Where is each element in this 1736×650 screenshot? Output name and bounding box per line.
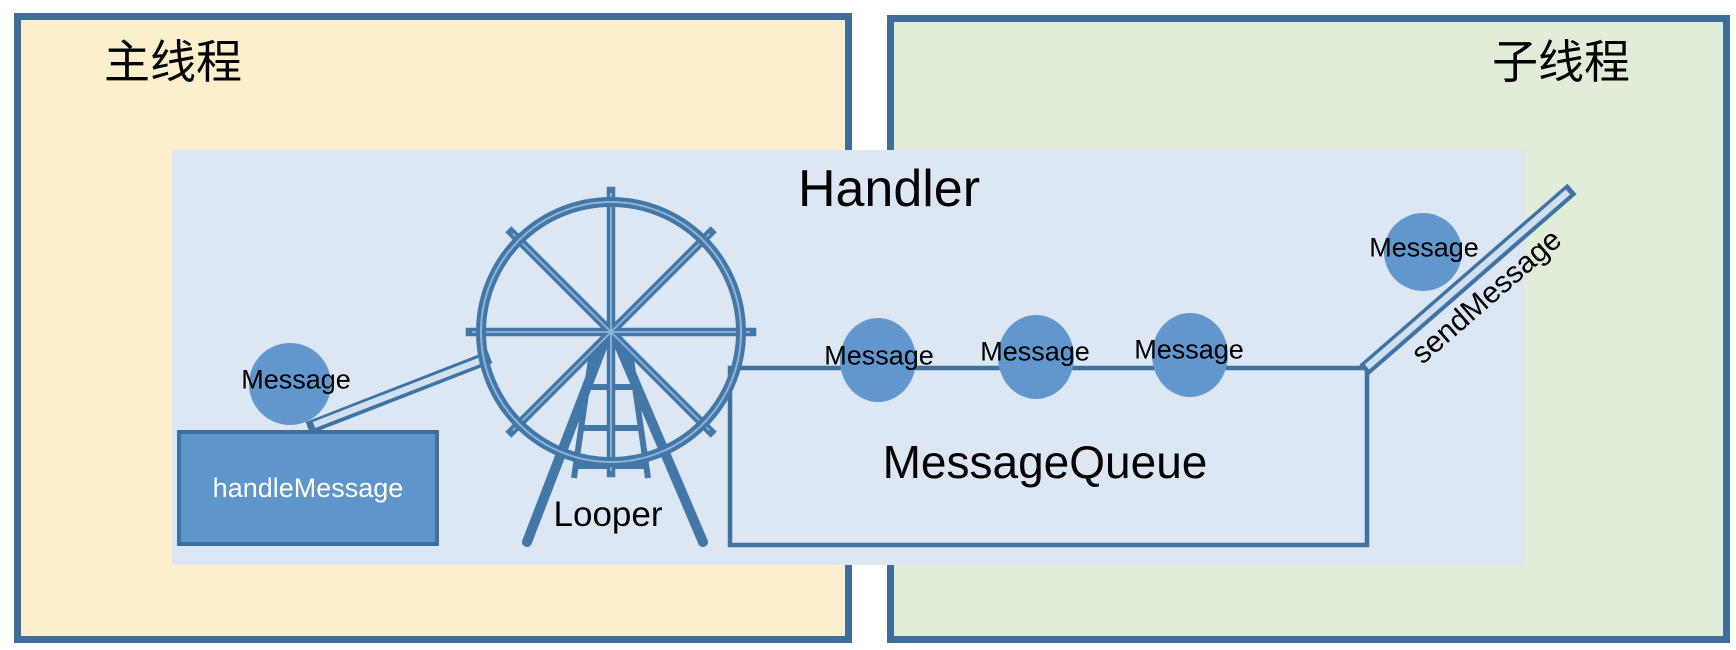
main-thread-title: 主线程 [104, 35, 242, 89]
queued-message-label: Message [824, 340, 934, 371]
handle-message-label: handleMessage [212, 472, 404, 503]
message-queue-label: MessageQueue [882, 436, 1208, 488]
queued-message-label: Message [980, 336, 1090, 367]
wheel-rim-highlight [480, 201, 742, 463]
dispatch-chute [305, 350, 493, 435]
looper-wheel [465, 186, 757, 547]
queued-message-ball [998, 315, 1074, 399]
queued-message-ball [840, 318, 916, 402]
outgoing-message-label: Message [1369, 232, 1479, 263]
looper-label: Looper [553, 495, 663, 534]
incoming-message-label: Message [241, 364, 351, 395]
wheel-spoke-highlights [472, 193, 750, 471]
handler-title: Handler [797, 160, 981, 218]
queued-message-ball [1152, 313, 1228, 397]
send-message-chute [1359, 183, 1577, 376]
child-thread-title: 子线程 [1492, 35, 1630, 89]
message-balls [249, 213, 1462, 425]
handle-message-box: handleMessage [177, 430, 439, 546]
outgoing-message-ball [1384, 213, 1462, 291]
queued-message-label: Message [1134, 334, 1244, 365]
incoming-message-ball [249, 343, 331, 425]
